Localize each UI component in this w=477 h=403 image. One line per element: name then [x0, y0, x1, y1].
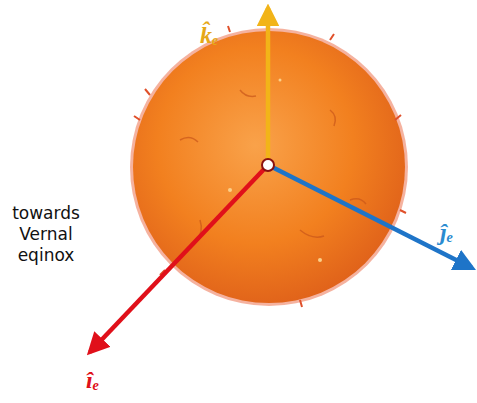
j-axis: [268, 165, 472, 268]
note-text: towards Vernal eqinox: [4, 203, 88, 266]
origin-dot: [262, 159, 274, 171]
axis-label: îₑ: [86, 367, 99, 393]
k-axis: [266, 8, 271, 165]
i-axis: [90, 165, 268, 352]
axis-label: ĵₑ: [440, 219, 453, 245]
axis-label: k̂ₑ: [200, 22, 219, 48]
